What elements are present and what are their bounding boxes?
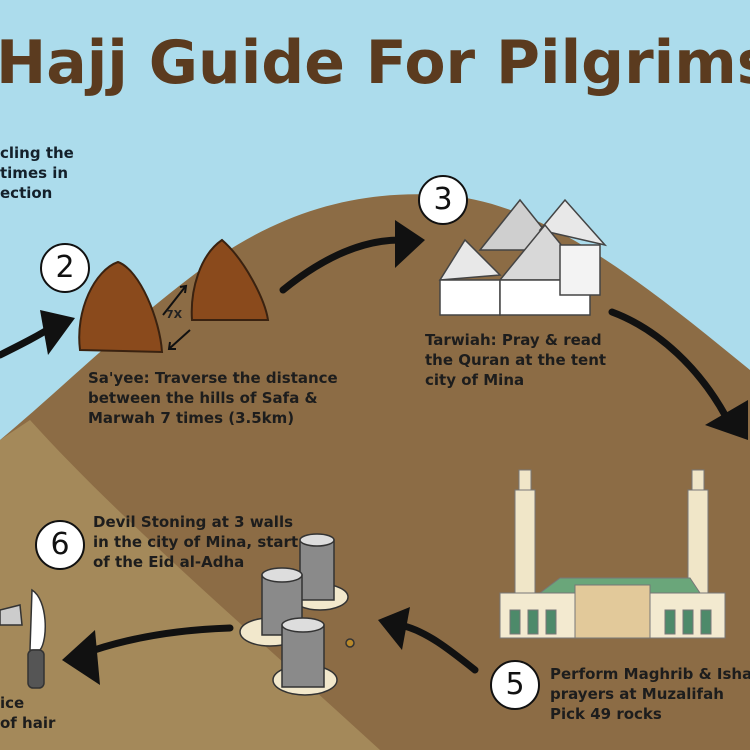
tent-city-icon (438, 198, 608, 316)
step-6-description: Devil Stoning at 3 walls in the city of … (93, 513, 299, 571)
step-2-description: Sa'yee: Traverse the distance between th… (88, 369, 338, 427)
repeat-badge: 7X (166, 308, 183, 321)
marwah-hill-icon (190, 238, 270, 321)
safa-hill-icon (78, 260, 164, 354)
step-5-description: Perform Maghrib & Isha prayers at Muzali… (550, 665, 750, 723)
knife-icon (0, 588, 46, 689)
mosque-icon (499, 469, 726, 639)
step-1-description: cling the times in ection (0, 144, 74, 202)
step-2-number: 2 (40, 243, 90, 293)
stoning-pillars-icon (239, 533, 355, 696)
step-6-number: 6 (35, 520, 85, 570)
page-title: Hajj Guide For Pilgrims (0, 28, 750, 98)
step-7-description: ice of hair (0, 694, 56, 732)
step-5-number: 5 (490, 660, 540, 710)
step-3-description: Tarwiah: Pray & read the Quran at the te… (425, 331, 607, 389)
step-3-number: 3 (418, 175, 468, 225)
